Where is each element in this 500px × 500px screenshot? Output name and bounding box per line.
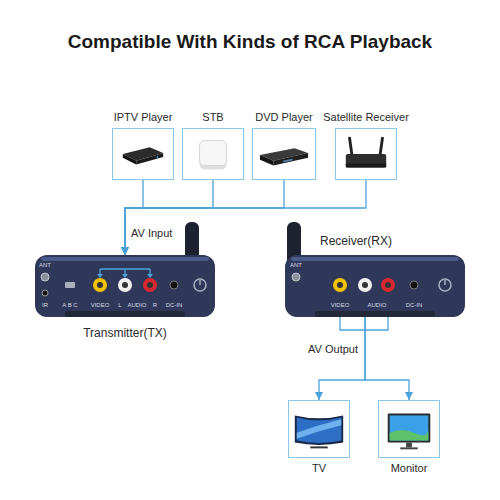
output-bracket bbox=[340, 317, 388, 330]
port-label: VIDEO bbox=[331, 302, 350, 309]
tv-screen bbox=[297, 417, 342, 443]
device-box: DVD Player bbox=[252, 128, 316, 180]
device-box: Satellite Receiver bbox=[335, 128, 397, 180]
device-body bbox=[35, 255, 215, 317]
port-label: AUDIO bbox=[367, 302, 386, 309]
device-name: Receiver(RX) bbox=[320, 235, 392, 249]
port-label: AUDIO bbox=[127, 302, 146, 309]
device-stand bbox=[65, 311, 185, 317]
device-box: STB bbox=[182, 128, 244, 180]
dc-jack bbox=[170, 281, 178, 289]
tv-stand bbox=[310, 446, 327, 448]
rca-hole bbox=[147, 282, 153, 288]
rca-jack bbox=[93, 278, 107, 292]
rca-hole bbox=[337, 282, 343, 288]
port-label: VIDEO bbox=[91, 302, 110, 309]
signal-line bbox=[125, 180, 143, 255]
power-button bbox=[194, 279, 206, 291]
signal-line bbox=[319, 317, 365, 400]
rca-jack bbox=[333, 278, 347, 292]
input-arrow bbox=[122, 274, 128, 278]
monitor-frame bbox=[388, 414, 431, 443]
device-box: TV bbox=[288, 400, 350, 458]
tv-frame bbox=[295, 415, 343, 445]
device-illustration bbox=[183, 129, 243, 179]
input-arrow bbox=[147, 274, 153, 278]
antenna-jack bbox=[292, 273, 300, 281]
rca-hole bbox=[385, 282, 391, 288]
device-name: IPTV Player bbox=[114, 111, 173, 124]
device-box: Monitor bbox=[378, 400, 440, 458]
device-illustration bbox=[336, 129, 396, 179]
iptv-side bbox=[123, 154, 136, 165]
device-name: Monitor bbox=[391, 462, 428, 475]
device-stand bbox=[315, 311, 435, 317]
device-name: STB bbox=[202, 111, 223, 124]
input-bracket bbox=[100, 269, 150, 274]
screen-hills bbox=[390, 430, 429, 441]
rca-jack bbox=[358, 278, 372, 292]
monitor-screen bbox=[390, 415, 429, 440]
power-mark bbox=[444, 280, 446, 285]
device-illustration bbox=[379, 401, 439, 457]
dvd-display bbox=[283, 159, 293, 162]
device-illustration bbox=[289, 401, 349, 457]
device-illustration bbox=[253, 129, 315, 179]
channel-switch bbox=[65, 282, 75, 288]
rca-jack bbox=[381, 278, 395, 292]
stb-body bbox=[200, 141, 227, 166]
status-light bbox=[157, 156, 159, 158]
device-edge bbox=[291, 257, 459, 261]
port-label: DC-IN bbox=[166, 302, 183, 309]
signal-line bbox=[125, 180, 284, 255]
port-label: DC-IN bbox=[406, 302, 423, 309]
dvd-front bbox=[273, 153, 308, 165]
signal-label: AV Input bbox=[131, 227, 172, 239]
signal-label: AV Output bbox=[308, 343, 358, 355]
device-edge bbox=[41, 257, 209, 261]
device-name: Satellite Receiver bbox=[323, 111, 409, 124]
device-name: DVD Player bbox=[255, 111, 312, 124]
signal-line bbox=[365, 317, 409, 400]
device-unit: Transmitter(TX) bbox=[35, 255, 215, 317]
monitor-neck bbox=[406, 443, 412, 448]
iptv-front bbox=[136, 153, 163, 165]
rca-hole bbox=[122, 282, 128, 288]
power-button bbox=[439, 279, 451, 291]
receiver-body bbox=[346, 154, 386, 167]
port-label: IR bbox=[42, 302, 48, 309]
receiver-front bbox=[346, 164, 386, 168]
diagram-title: Compatible With Kinds of RCA Playback bbox=[0, 31, 500, 53]
device-name: Transmitter(TX) bbox=[83, 327, 167, 341]
rca-hole bbox=[97, 282, 103, 288]
port-label: R bbox=[153, 302, 157, 309]
port-label: A B C bbox=[62, 302, 77, 309]
device-illustration bbox=[113, 129, 173, 179]
rca-jack bbox=[143, 278, 157, 292]
ir-jack bbox=[42, 290, 48, 296]
monitor-base bbox=[400, 447, 417, 449]
port-label: ANT bbox=[39, 262, 51, 269]
device-body bbox=[285, 255, 465, 317]
input-arrow bbox=[97, 274, 103, 278]
tv-glow bbox=[297, 419, 342, 438]
dc-jack bbox=[410, 281, 418, 289]
device-illustration bbox=[35, 255, 215, 317]
rca-hole bbox=[362, 282, 368, 288]
signal-line bbox=[125, 180, 213, 255]
power-mark bbox=[199, 280, 201, 285]
dvd-side bbox=[260, 155, 273, 166]
port-label: ANT bbox=[290, 262, 302, 269]
antenna-jack bbox=[41, 273, 49, 281]
port-label: L bbox=[118, 302, 121, 309]
antenna bbox=[348, 137, 354, 156]
device-name: TV bbox=[312, 462, 326, 475]
device-box: IPTV Player bbox=[112, 128, 174, 180]
rca-jack bbox=[118, 278, 132, 292]
antenna bbox=[379, 137, 385, 156]
